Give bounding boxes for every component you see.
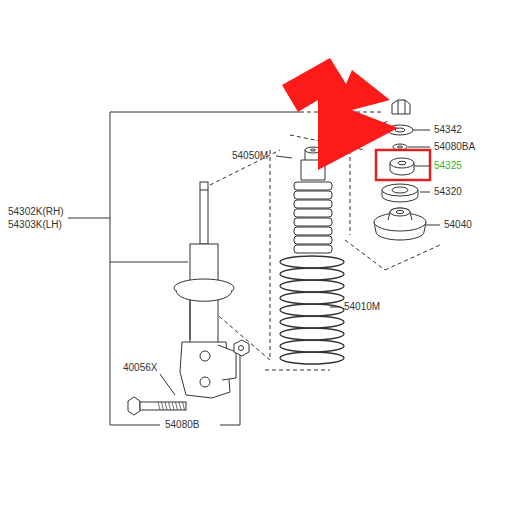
bolt-thread	[158, 402, 185, 410]
group-bracket	[110, 112, 300, 425]
nut-part	[387, 100, 413, 150]
part-number: 54010M	[344, 301, 380, 313]
bracket-leader	[68, 218, 110, 219]
part-number: 54302K(RH)	[8, 206, 64, 218]
leader-lines	[160, 130, 440, 395]
part-number: 54080BA	[434, 141, 475, 153]
bracket-leader	[110, 262, 188, 263]
part-number: 54303K(LH)	[8, 219, 62, 231]
part-number: 54320	[434, 186, 462, 198]
bushing-part	[390, 158, 414, 175]
part-number: 54342	[434, 124, 462, 136]
bracket-leader	[240, 352, 241, 425]
coil-spring	[280, 256, 344, 364]
highlighted-part-number: 54325	[434, 160, 462, 172]
part-number: 54040	[444, 219, 472, 231]
part-number: 40056X	[123, 362, 157, 374]
bearing-part	[382, 184, 418, 202]
bracket-leader	[220, 425, 240, 426]
strut-mount	[374, 208, 426, 240]
bolt-part	[128, 397, 186, 415]
part-number: 54050M	[232, 150, 268, 162]
highlight-box	[376, 150, 430, 180]
strut-assembly	[174, 182, 249, 398]
pointer-arrow	[282, 58, 398, 170]
part-number: 54080B	[165, 419, 199, 431]
